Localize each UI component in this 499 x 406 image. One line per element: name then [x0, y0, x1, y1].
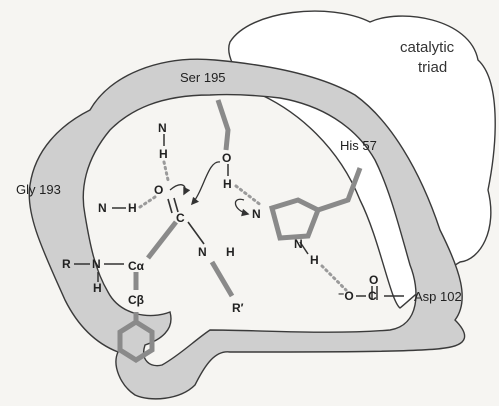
atom-o-asp-minus: ⁻O — [338, 289, 354, 303]
atom-n-amide: N — [198, 245, 207, 259]
hbond-ser-his — [234, 184, 264, 208]
atom-n-left: N — [92, 257, 101, 271]
atom-r-prime: R′ — [232, 301, 244, 315]
atom-o-ser: O — [222, 151, 231, 165]
atom-c-asp: C — [368, 289, 377, 303]
his-sidechain-bond — [317, 167, 363, 213]
arrow-his-h — [234, 198, 250, 217]
bond-nh-his — [299, 241, 309, 255]
hbond-top-oxyanion — [162, 160, 170, 182]
atom-n-his-top: N — [252, 207, 261, 221]
atom-o-asp-top: O — [369, 273, 378, 287]
ser-sidechain-bond — [215, 99, 231, 151]
atom-n-gly: N — [98, 201, 107, 215]
phenyl-ring — [117, 319, 155, 363]
atom-o-oxyanion: O — [154, 183, 163, 197]
residue-asp102: Asp 102 — [414, 289, 462, 304]
catalytic-label-line2: triad — [418, 59, 447, 76]
residue-his57: His 57 — [340, 138, 377, 153]
residue-gly193: Gly 193 — [16, 182, 61, 197]
arrow-oxyanion — [169, 184, 191, 196]
bond-c-calpha — [146, 220, 178, 260]
atom-n-top: N — [158, 121, 167, 135]
atom-n-his-bottom: N — [294, 237, 303, 251]
atom-h-ser: H — [223, 177, 232, 191]
atom-h-amide: H — [226, 245, 235, 259]
bond-c-o-double-b — [167, 198, 173, 214]
atom-c-alpha: Cα — [128, 259, 145, 273]
bond-namide-rprime — [209, 260, 235, 298]
bond-c-o-double-a — [173, 197, 179, 213]
hbond-gly-oxyanion — [138, 193, 160, 209]
bond-c-namide — [187, 221, 205, 245]
binding-pocket — [28, 58, 466, 400]
atom-c-center: C — [176, 211, 185, 225]
atom-h-his: H — [310, 253, 319, 267]
arrow-ser-o-to-c — [190, 161, 221, 206]
atom-r-left: R — [62, 257, 71, 271]
atom-h-gly: H — [128, 201, 137, 215]
catalytic-label-line1: catalytic — [400, 39, 455, 56]
atom-h-left: H — [93, 281, 102, 295]
imidazole-ring — [268, 197, 322, 241]
atom-h-top: H — [159, 147, 168, 161]
atom-c-beta: Cβ — [128, 293, 144, 307]
residue-ser195: Ser 195 — [180, 70, 226, 85]
hbond-his-asp — [320, 264, 348, 292]
